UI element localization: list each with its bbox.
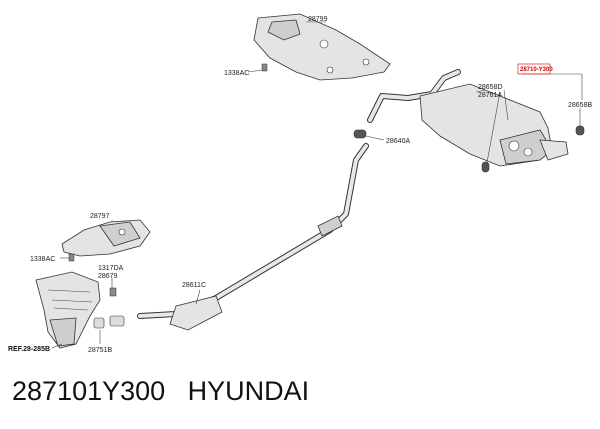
center-pipe [137,143,369,331]
leader-lines [51,21,583,349]
label-28658d: 28658D [478,84,503,91]
label-28611c: 28611C [182,282,206,289]
label-1338ac-bottom: 1338AC [30,256,55,263]
label-28679: 28679 [98,273,118,280]
pipe-hanger [353,129,367,139]
part-number: 287101Y300 [12,376,166,406]
label-28640a: 28640A [386,138,410,145]
brand-name: HYUNDAI [187,376,310,406]
label-highlight-part: 28710-Y300 [520,67,553,73]
heat-shield-upper [253,13,391,81]
label-1317da: 1317DA [98,265,124,272]
rear-muffler [367,69,585,173]
label-1338ac-top: 1338AC [224,70,249,77]
label-28797: 28797 [90,213,110,220]
label-28799: 28799 [308,16,328,23]
part-caption: 287101Y300 HYUNDAI [12,376,309,407]
label-28761a: 28761A [478,92,502,99]
label-28658b: 28658B [568,102,592,109]
catalytic-converter [35,271,125,349]
label-28751b: 28751B [88,347,112,354]
heat-shield-lower [61,219,151,262]
label-ref: REF.28-285B [8,346,50,353]
